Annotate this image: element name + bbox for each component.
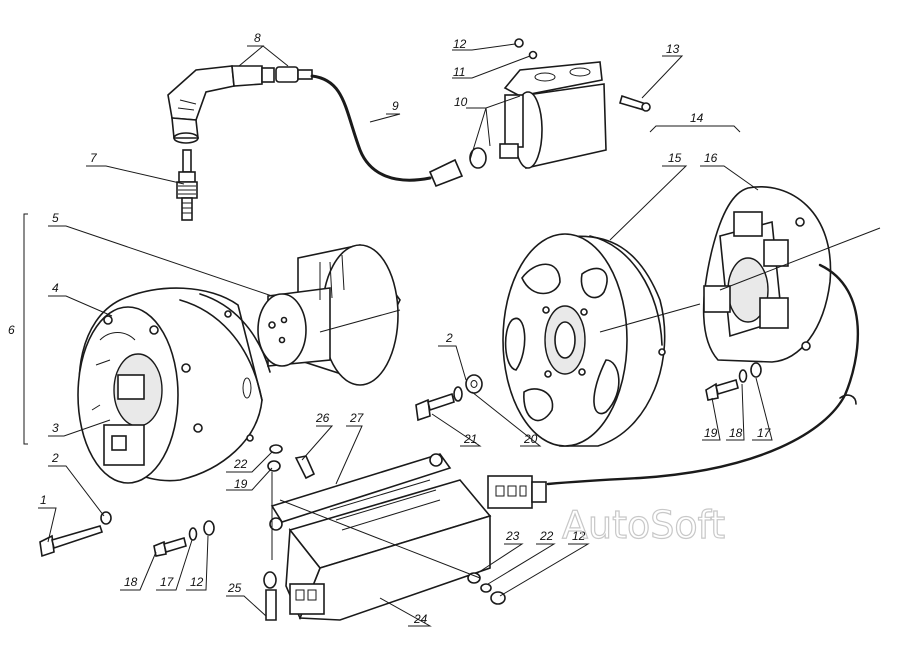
callout-10: 10 [454,95,468,109]
callout-labels: 8 9 10 11 12 13 14 15 16 7 5 4 6 3 2 1 1… [8,31,772,626]
callout-16: 16 [704,151,718,165]
callout-11: 11 [453,65,465,79]
spark-plug-cap [167,65,313,144]
callout-23: 23 [505,529,520,543]
callout-22-mid: 19 [234,477,248,491]
callout-6: 6 [8,323,15,337]
spark-plug [176,149,198,221]
callout-2-right: 2 [445,331,453,345]
watermark: AutoSoft [562,503,725,547]
callout-12-mid: 22 [233,457,248,471]
callout-18-right: 18 [729,426,743,440]
callout-5: 5 [52,211,59,225]
callout-13: 13 [666,42,680,56]
leader-lines [23,43,773,627]
ignition-coil [428,38,651,188]
callout-26: 26 [315,411,330,425]
harness-connector [487,475,547,509]
callout-12: 12 [453,37,467,51]
callout-27: 27 [349,411,365,425]
callout-24: 24 [413,612,428,626]
callout-25: 25 [227,581,242,595]
callout-2-left: 2 [51,451,59,465]
callout-4: 4 [52,281,59,295]
callout-20: 20 [523,432,538,446]
callout-17-right: 17 [757,426,772,440]
stator-plate [702,186,832,363]
callout-15: 15 [668,151,682,165]
callout-3: 3 [52,421,59,435]
callout-7: 7 [90,151,98,165]
flywheel [502,233,666,447]
callout-8: 8 [254,31,261,45]
callout-1: 1 [40,493,47,507]
regulator-module [269,453,492,621]
magneto-rotor [257,244,401,386]
callout-17-left: 12 [190,575,204,589]
wiring-harness [546,263,860,486]
callout-19-left: 18 [124,575,138,589]
callout-18-left: 17 [160,575,175,589]
callout-22-bottom: 22 [539,529,554,543]
callout-19-right: 19 [704,426,718,440]
callout-21: 21 [463,432,477,446]
ht-lead [310,74,432,182]
callout-14: 14 [690,111,704,125]
callout-9: 9 [392,99,399,113]
fasteners [39,362,762,621]
magneto-stator-assembly [77,287,271,484]
callout-12-bottom: 12 [572,529,586,543]
